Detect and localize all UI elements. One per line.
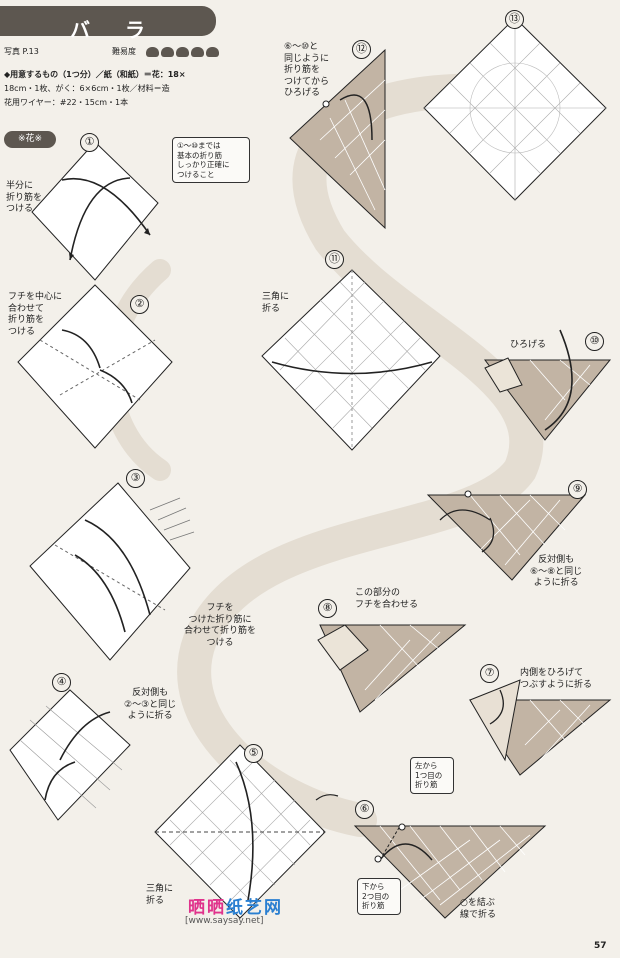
step-13-diagram [423,17,607,201]
step-10-diagram [484,329,612,441]
difficulty-rating [146,42,226,58]
step-6-diagram [353,823,547,919]
step-number-7: ⑦ [480,664,499,683]
step-9-diagram [426,490,587,581]
step-12-diagram [289,48,386,230]
step-number-4: ④ [52,673,71,692]
step-5-diagram [154,744,339,919]
difficulty-label: 難易度 [112,47,136,56]
difficulty-flower-icon [176,47,189,57]
step-2-diagram [17,284,173,449]
difficulty-flower-icon [146,47,159,57]
instruction-step-2: フチを中心に 合わせて 折り筋を つける [8,292,63,337]
step-number-10: ⑩ [585,332,604,351]
step-number-2: ② [130,295,149,314]
note-second-crease-bottom: 下から 2つ目の 折り筋 [357,878,401,915]
materials-line-2: 18cm・1枚、がく：6×6cm・1枚／材料＝造 [4,84,170,93]
instruction-step-4: 反対側も ②～③と同じ ように折る [124,688,177,721]
page-title: バ ラ [70,18,159,42]
step-number-5: ⑤ [244,744,263,763]
instruction-step-5: 三角に 折る [146,884,174,906]
step-number-3: ③ [126,469,145,488]
materials-line-3: 花用ワイヤー：#22・15cm・1本 [4,98,129,107]
step-7-diagram [469,679,612,776]
instruction-step-8: この部分の フチを合わせる [355,588,419,610]
step-11-diagram [261,269,441,451]
step-number-1: ① [80,133,99,152]
site-logo: 晒晒纸艺网 [188,893,283,918]
page-number: 57 [594,941,607,951]
difficulty-flower-icon [161,47,174,57]
note-basic-creases: ①～⑩までは 基本の折り筋 しっかり正確に つけること [172,137,250,183]
step-number-13: ⑬ [505,10,524,29]
difficulty-flower-icon [206,47,219,57]
note-first-crease-left: 左から 1つ目の 折り筋 [410,757,454,794]
step-number-9: ⑨ [568,480,587,499]
instruction-step-12: ⑥～⑩と 同じように 折り筋を つけてから ひろげる [284,42,330,98]
section-label-flower: ※花※ [4,131,56,148]
photo-reference: 写真 P.13 [4,47,39,56]
materials-line-1: ◆用意するもの（1つ分）／紙（和紙）＝花：18× [4,70,186,79]
step-1-diagram [31,141,159,281]
step-8-diagram [317,624,467,713]
step-3-diagram [29,482,195,661]
site-url: [www.saysay.net] [185,916,264,926]
instruction-step-3: フチを つけた折り筋に 合わせて折り筋を つける [184,603,257,648]
instruction-step-9: 反対側も ⑥～⑧と同じ ように折る [530,555,583,588]
step-number-11: ⑪ [325,250,344,269]
instruction-step-7: 内側をひろげて つぶすように折る [520,668,593,690]
instruction-step-1: 半分に 折り筋を つける [6,181,43,214]
logo-part-2: 纸艺网 [226,898,283,918]
instruction-step-11: 三角に 折る [262,292,290,314]
step-number-6: ⑥ [355,800,374,819]
step-number-8: ⑧ [318,599,337,618]
step-4-diagram [9,689,131,821]
title-bar: バ ラ [0,6,216,42]
instruction-step-6: ○を結ぶ 線で折る [460,898,497,920]
step-number-12: ⑫ [352,40,371,59]
logo-part-1: 晒晒 [188,898,226,918]
instruction-step-10: ひろげる [510,340,547,350]
difficulty-flower-icon [191,47,204,57]
